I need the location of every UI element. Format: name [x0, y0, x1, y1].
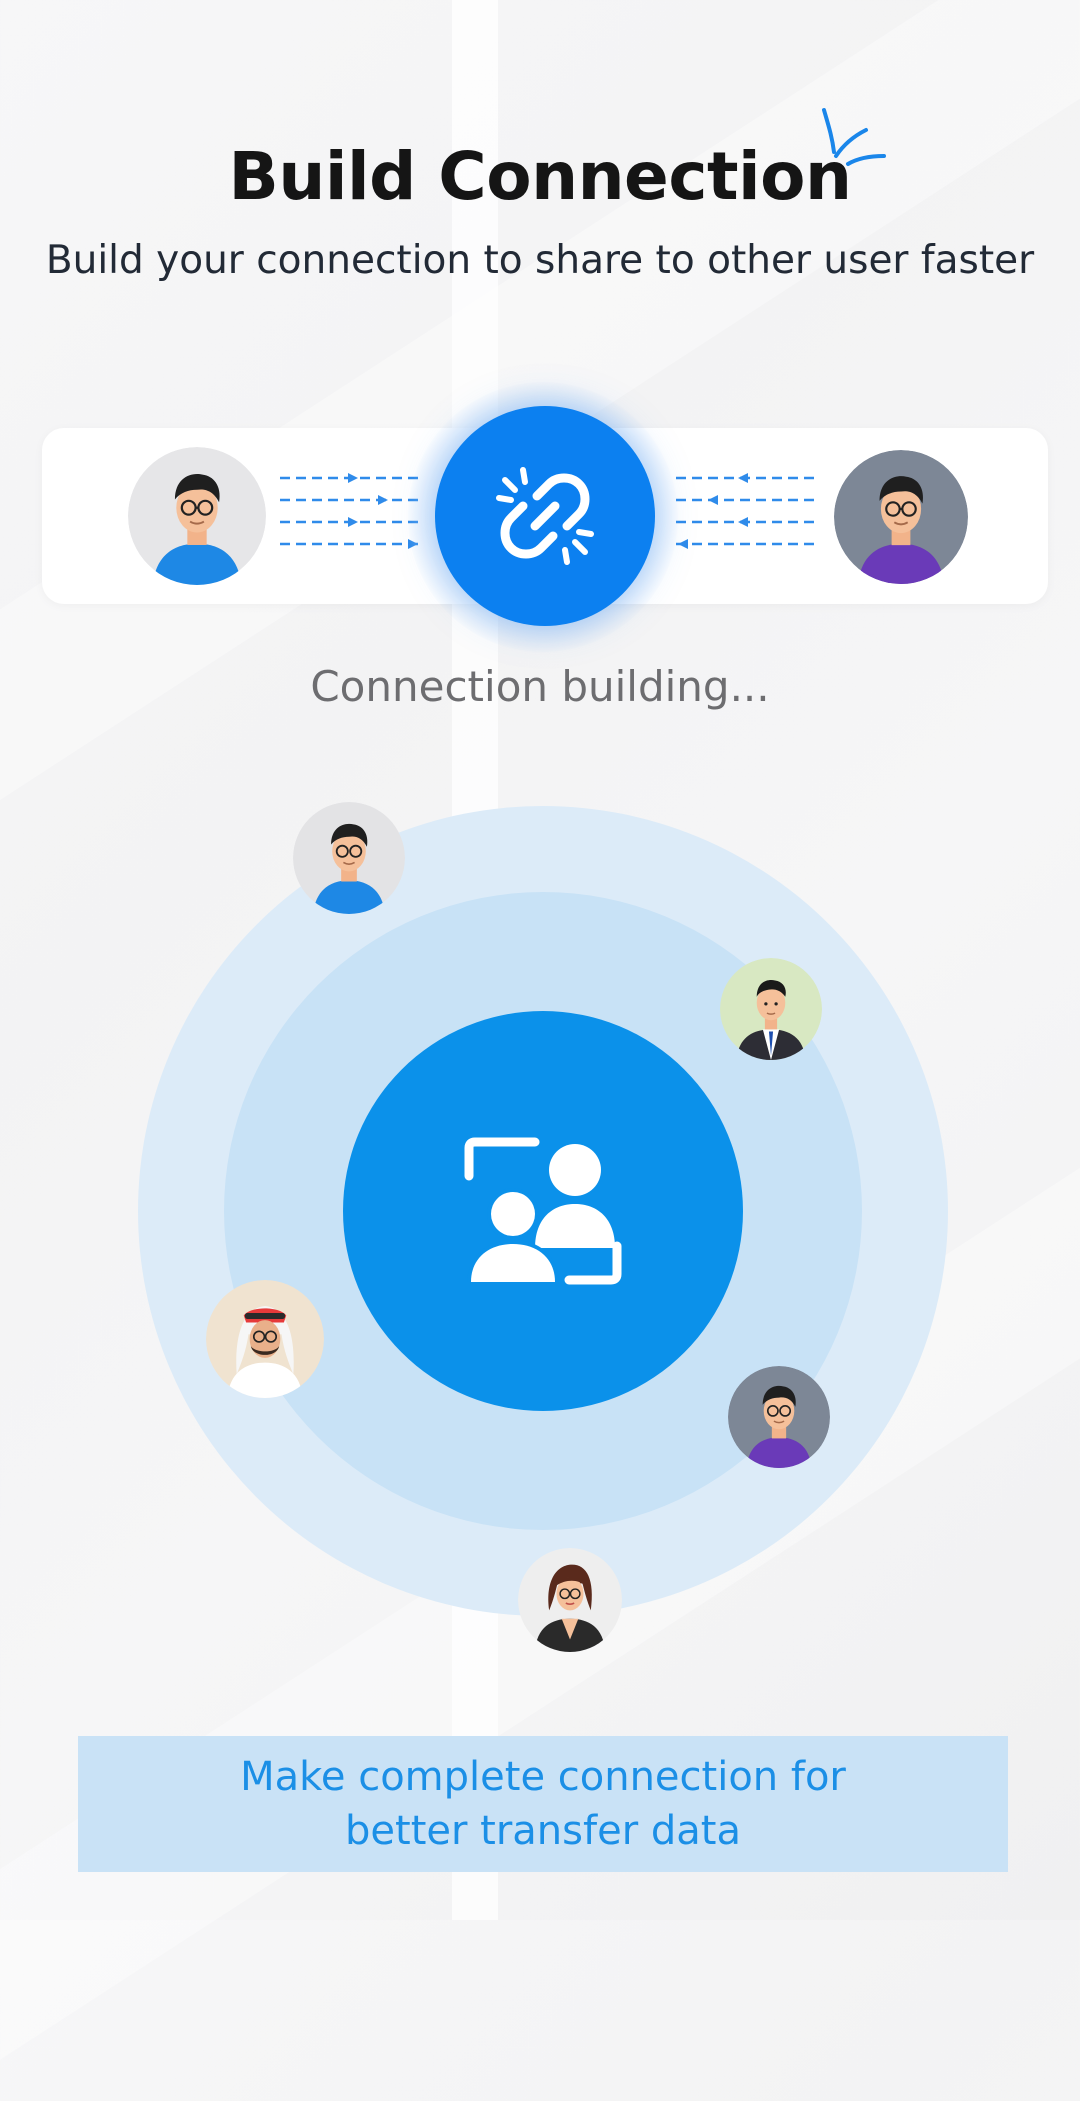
- nearby-user-blue-shirt[interactable]: [293, 802, 405, 914]
- user-scan-hub[interactable]: [343, 1011, 743, 1411]
- nearby-user-traditional[interactable]: [206, 1280, 324, 1398]
- user-avatar-icon: [518, 1548, 622, 1652]
- connect-link-button[interactable]: [435, 406, 655, 626]
- page-title: Build Connection: [228, 138, 852, 215]
- left-transfer-arrows: [280, 473, 420, 549]
- sparkle-icon: [822, 108, 886, 166]
- footer-info-box: Make complete connection for better tran…: [78, 1736, 1008, 1872]
- user-avatar-icon: [206, 1280, 324, 1398]
- right-transfer-arrows: [676, 473, 816, 549]
- left-user-avatar: [128, 447, 266, 585]
- user-avatar-icon: [293, 802, 405, 914]
- connection-status: Connection building...: [310, 662, 770, 711]
- footer-line-1: Make complete connection for: [240, 1754, 846, 1800]
- nearby-user-suit[interactable]: [720, 958, 822, 1060]
- user-avatar-icon: [728, 1366, 830, 1468]
- footer-line-2: better transfer data: [345, 1808, 741, 1854]
- user-avatar-icon: [834, 450, 968, 584]
- broken-link-icon: [496, 467, 594, 565]
- page-subtitle: Build your connection to share to other …: [45, 238, 1035, 283]
- nearby-user-woman[interactable]: [518, 1548, 622, 1652]
- nearby-user-purple-shirt[interactable]: [728, 1366, 830, 1468]
- user-avatar-icon: [720, 958, 822, 1060]
- users-scan-icon: [464, 1137, 622, 1285]
- right-user-avatar: [834, 450, 968, 584]
- user-avatar-icon: [128, 447, 266, 585]
